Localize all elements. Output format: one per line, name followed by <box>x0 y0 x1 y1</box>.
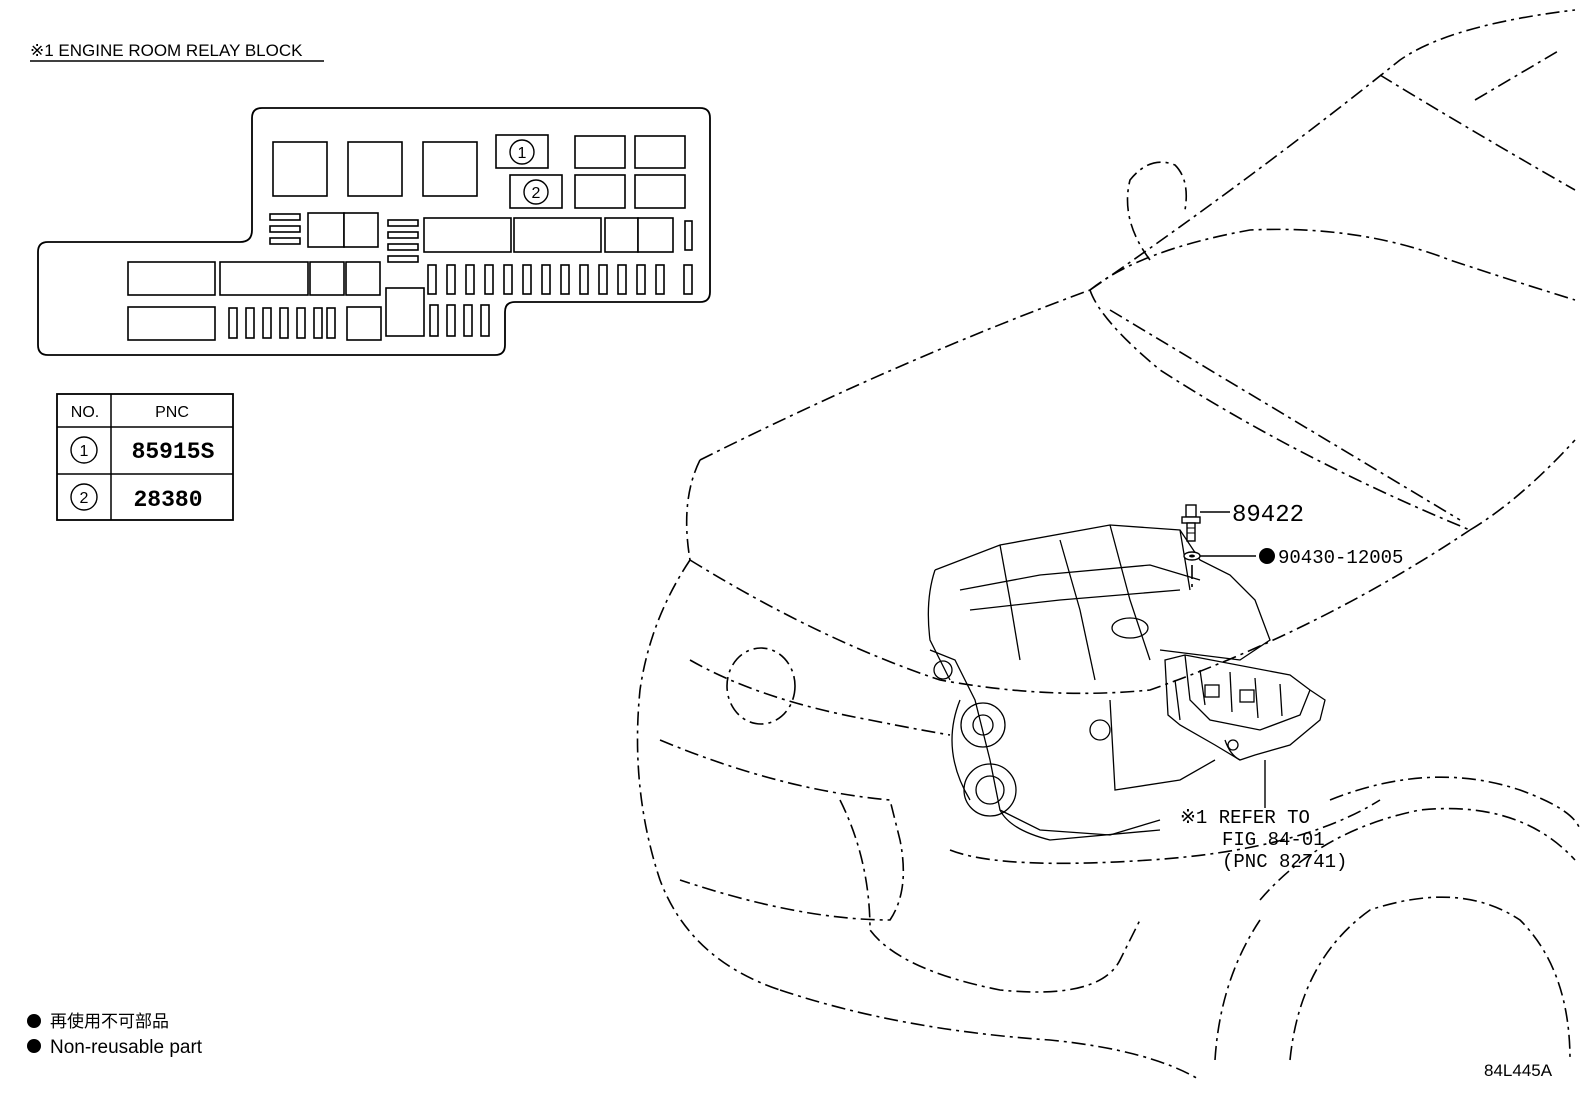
table-row-2-pnc: 28380 <box>133 487 202 513</box>
fuse-slot <box>513 217 602 253</box>
figure-id: 84L445A <box>1484 1061 1553 1080</box>
fuse-slot <box>307 212 345 248</box>
table-row-1-pnc: 85915S <box>132 439 215 465</box>
fuse-slot <box>637 217 674 253</box>
relay-block-title: ※1 ENGINE ROOM RELAY BLOCK <box>30 41 303 60</box>
fuse-slot <box>127 261 216 296</box>
table-header-no: NO. <box>71 404 99 421</box>
table-row-1-no: 1 <box>80 443 89 460</box>
relay-slot <box>272 141 328 197</box>
fuse-slot <box>127 306 216 341</box>
fuse-slot <box>219 261 309 296</box>
mini-fuse-stack <box>269 213 301 245</box>
washer-90430 <box>1183 551 1201 561</box>
relay-block-outline <box>37 107 711 356</box>
legend-dot-jp <box>27 1014 41 1028</box>
fuse-slot <box>604 217 639 253</box>
relay-block-housing <box>1164 654 1326 761</box>
legend: 再使用不可部品 Non-reusable part <box>27 1011 203 1058</box>
table-header-pnc: PNC <box>155 404 189 421</box>
fuse-slot <box>385 287 425 337</box>
refer-line-3: (PNC 82741) <box>1222 851 1347 873</box>
label-89422: 89422 <box>1232 502 1304 529</box>
marker-1-label: 1 <box>518 145 527 162</box>
mini-fuse-row <box>429 304 490 337</box>
non-reusable-dot-90430 <box>1259 548 1275 564</box>
relay-slot <box>634 174 686 209</box>
table-row-2-no-circle <box>70 483 98 511</box>
fuse-slot <box>346 306 382 341</box>
legend-en: Non-reusable part <box>50 1037 203 1058</box>
legend-jp: 再使用不可部品 <box>50 1011 169 1031</box>
bolt-89422 <box>1181 504 1201 542</box>
relay-slot <box>574 135 626 169</box>
relay-slot <box>422 141 478 197</box>
table-row-1-no-circle <box>70 436 98 464</box>
legend-dot-en <box>27 1039 41 1053</box>
table-row-2-no: 2 <box>80 490 89 507</box>
relay-slot <box>347 141 403 197</box>
mini-fuse-row <box>228 307 336 339</box>
relay-block: 1 2 <box>37 107 711 356</box>
pnc-table: NO. PNC 1 85915S 2 28380 <box>56 393 234 521</box>
mini-fuse-row <box>427 264 693 295</box>
engine-assembly <box>927 524 1271 841</box>
mini-fuse-stack <box>387 219 419 263</box>
fuse-slot <box>684 220 693 251</box>
label-90430-12005: 90430-12005 <box>1278 547 1403 569</box>
relay-slot <box>574 174 626 209</box>
fuse-slot <box>309 261 345 296</box>
fuse-slot <box>423 217 512 253</box>
fuse-slot <box>345 261 381 296</box>
relay-slot <box>634 135 686 169</box>
marker-2-label: 2 <box>532 185 541 202</box>
refer-line-2: FIG 84-01 <box>1222 829 1325 851</box>
marker-1-circle <box>509 139 535 165</box>
fuse-slot <box>343 212 379 248</box>
refer-line-1: ※1 REFER TO <box>1180 807 1310 829</box>
marker-2-circle <box>523 179 549 205</box>
vehicle-outline <box>636 9 1581 1081</box>
